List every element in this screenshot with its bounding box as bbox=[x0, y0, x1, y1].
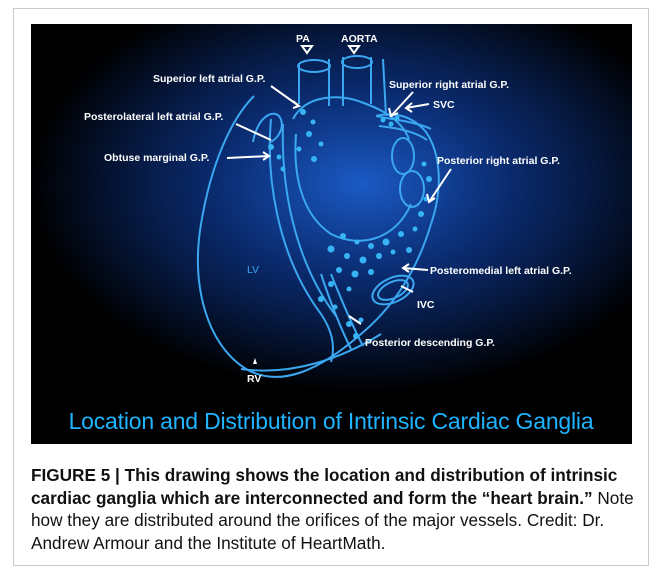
label-lv: LV bbox=[247, 264, 259, 276]
label-superior-left: Superior left atrial G.P. bbox=[153, 73, 266, 85]
label-superior-right: Superior right atrial G.P. bbox=[389, 79, 509, 91]
label-posterior-right: Posterior right atrial G.P. bbox=[437, 155, 560, 167]
figure-caption: FIGURE 5 | This drawing shows the locati… bbox=[31, 464, 635, 554]
label-posterolateral-left: Posterolateral left atrial G.P. bbox=[84, 111, 223, 123]
label-posterior-descending: Posterior descending G.P. bbox=[365, 337, 495, 349]
label-posteromedial-left: Posteromedial left atrial G.P. bbox=[430, 265, 572, 277]
label-ivc: IVC bbox=[417, 299, 435, 311]
caption-label: FIGURE 5 | This drawing shows the locati… bbox=[31, 465, 617, 508]
figure-illustration: PA AORTA Superior left atrial G.P. Super… bbox=[31, 24, 632, 444]
banner-title: Location and Distribution of Intrinsic C… bbox=[69, 408, 594, 434]
background-glow bbox=[31, 24, 632, 404]
label-rv: RV bbox=[247, 373, 261, 385]
label-obtuse-marginal: Obtuse marginal G.P. bbox=[104, 152, 210, 164]
label-pa: PA bbox=[296, 33, 310, 45]
label-svc: SVC bbox=[433, 99, 455, 111]
label-aorta: AORTA bbox=[341, 33, 378, 45]
heart-diagram: PA AORTA Superior left atrial G.P. Super… bbox=[31, 24, 632, 444]
